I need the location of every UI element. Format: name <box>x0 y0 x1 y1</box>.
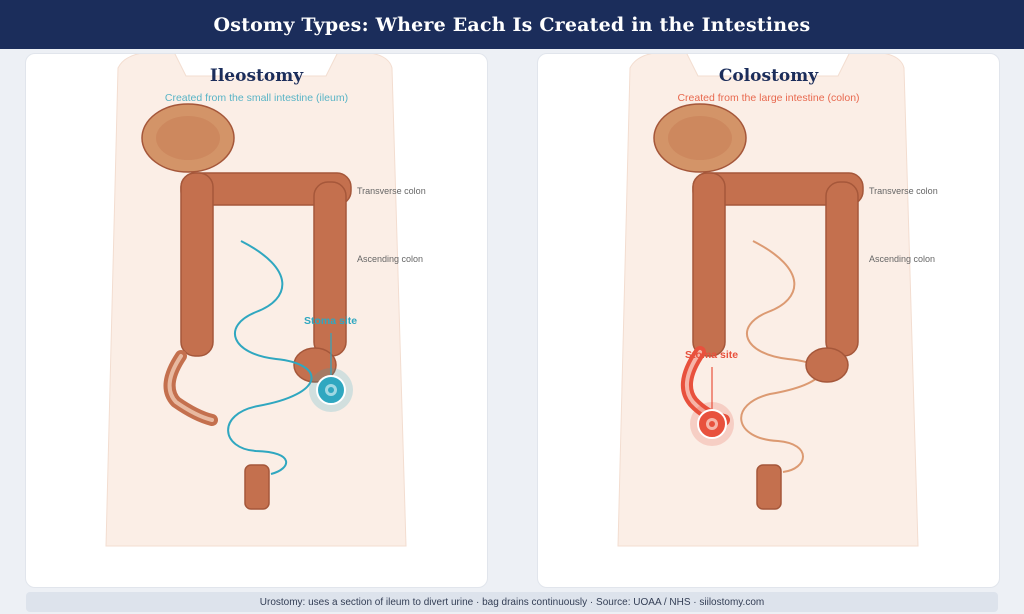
rectum <box>756 464 782 510</box>
colostomy-label-stoma: Stoma site <box>685 349 739 361</box>
footer-text: Urostomy: uses a section of ileum to div… <box>259 596 765 608</box>
ileostomy-panel: Ileostomy Created from the small intesti… <box>25 53 488 588</box>
sigmoid-remnant-highlight <box>167 354 214 422</box>
descending-colon <box>180 172 214 357</box>
stoma-core <box>328 387 334 393</box>
colostomy-label-transverse: Transverse colon <box>869 186 938 196</box>
ascending-colon <box>313 181 347 357</box>
cecum <box>293 347 337 383</box>
ascending-colon <box>825 181 859 357</box>
stoma-core <box>709 421 715 427</box>
descending-colon <box>692 172 726 357</box>
ileostomy-subtitle: Created from the small intestine (ileum) <box>164 92 349 104</box>
footer: Urostomy: uses a section of ileum to div… <box>26 592 998 612</box>
stomach-highlight <box>156 116 220 160</box>
colostomy-label-ascending: Ascending colon <box>869 254 936 264</box>
rectum <box>244 464 270 510</box>
colostomy-panel: Colostomy Created from the large intesti… <box>537 53 1000 588</box>
ileostomy-label-ascending: Ascending colon <box>357 254 424 264</box>
colostomy-diagram <box>617 54 919 547</box>
stomach-highlight <box>668 116 732 160</box>
ileostomy-diagram <box>105 54 407 547</box>
colostomy-subtitle: Created from the large intestine (colon) <box>677 92 860 104</box>
colostomy-title: Colostomy <box>718 66 819 86</box>
page-title: Ostomy Types: Where Each Is Created in t… <box>213 13 811 36</box>
cecum <box>805 347 849 383</box>
ileostomy-title: Ileostomy <box>209 66 304 86</box>
title-bar: Ostomy Types: Where Each Is Created in t… <box>0 0 1024 49</box>
small-intestine <box>227 240 313 475</box>
ileostomy-label-stoma: Stoma site <box>304 315 358 327</box>
ileostomy-label-transverse: Transverse colon <box>357 186 426 196</box>
